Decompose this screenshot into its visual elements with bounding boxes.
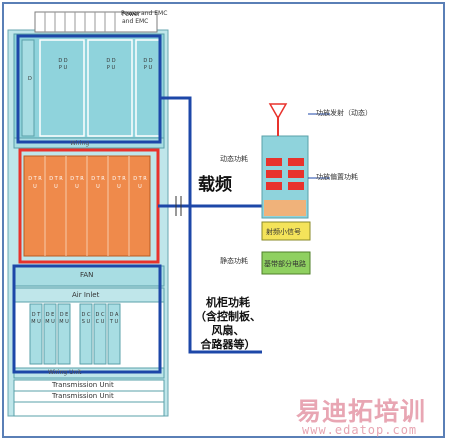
power-emc-label-2: and EMC (122, 18, 148, 25)
lower-module-label-2: D E M U (45, 312, 55, 325)
ddpu-module-2 (87, 39, 133, 137)
dtru-label-2: D T R U (49, 176, 63, 190)
dtru-label-5: D T R U (112, 176, 126, 190)
dynamic-power-label: 动态功耗 (220, 155, 248, 163)
ddpu-label-3: D D P U (143, 58, 153, 71)
transmission-label-1: Transmission Unit (52, 381, 114, 389)
air-inlet-label: Air Inlet (72, 291, 100, 299)
lower-module-label-6: D A T U (109, 312, 119, 325)
baseband-label: 基带部分电路 (264, 260, 306, 268)
lower-module-slot-3 (57, 303, 71, 365)
cabinet-power-label: 机柜功耗 （含控制板、 风扇、 合路器等） (188, 296, 268, 352)
dtru-label-1: D T R U (28, 176, 42, 190)
lower-highlight-frame (12, 264, 162, 374)
power-connector-line (160, 96, 262, 354)
power-emc-label: Power (122, 11, 141, 18)
carrier-power-inset (261, 103, 330, 275)
annotation-2: 功放偏置功耗 (316, 173, 358, 181)
carrier-label: 载频 (198, 175, 232, 195)
cabinet-power-line-2: （含控制板、 (195, 310, 261, 323)
cabinet-power-line-3: 风扇、 (211, 324, 245, 337)
lower-module-slot-6 (107, 303, 121, 365)
lower-module-label-5: D C C U (95, 312, 105, 325)
power-emc-text: Power and EMC (121, 10, 168, 17)
lower-module-slot-1 (29, 303, 43, 365)
wiring-label: Wiring (70, 140, 90, 147)
lower-module-label-1: D T M U (31, 312, 41, 325)
rf-box (261, 221, 311, 241)
figure-frame (2, 2, 445, 438)
lower-module-label-4: D C S U (81, 312, 91, 325)
lower-module-slot-4 (79, 303, 93, 365)
dtru-label-6: D T R U (133, 176, 147, 190)
rf-label: 射频小信号 (266, 228, 301, 236)
ddpu-label-1: D D P U (58, 58, 68, 71)
dtru-label-4: D T R U (91, 176, 105, 190)
fan-label: FAN (80, 271, 94, 279)
ddpu-highlight-frame (16, 34, 162, 144)
annotation-1: 功放发射（动态） (316, 109, 372, 117)
lower-module-slot-5 (93, 303, 107, 365)
dtru-label-3: D T R U (70, 176, 84, 190)
lower-module-label-3: D E M U (59, 312, 69, 325)
lower-wiring-label: Wiring Unit (48, 369, 82, 376)
ddpu-module-1 (39, 39, 85, 137)
ddpu-module-3 (135, 39, 161, 137)
ddpu-fragment: D (28, 76, 32, 82)
transmission-label-2: Transmission Unit (52, 392, 114, 400)
baseband-box (261, 251, 311, 275)
cabinet-power-line-1: 机柜功耗 (206, 296, 250, 309)
rack-base (13, 401, 165, 417)
antenna-icon (268, 103, 288, 120)
lower-module-slot-2 (43, 303, 57, 365)
static-power-label: 静态功耗 (220, 257, 248, 265)
cabinet-power-line-4: 合路器等） (200, 338, 256, 351)
ddpu-label-2: D D P U (106, 58, 116, 71)
watermark-logo: 易迪拓培训 www.edatop.com (296, 397, 427, 437)
